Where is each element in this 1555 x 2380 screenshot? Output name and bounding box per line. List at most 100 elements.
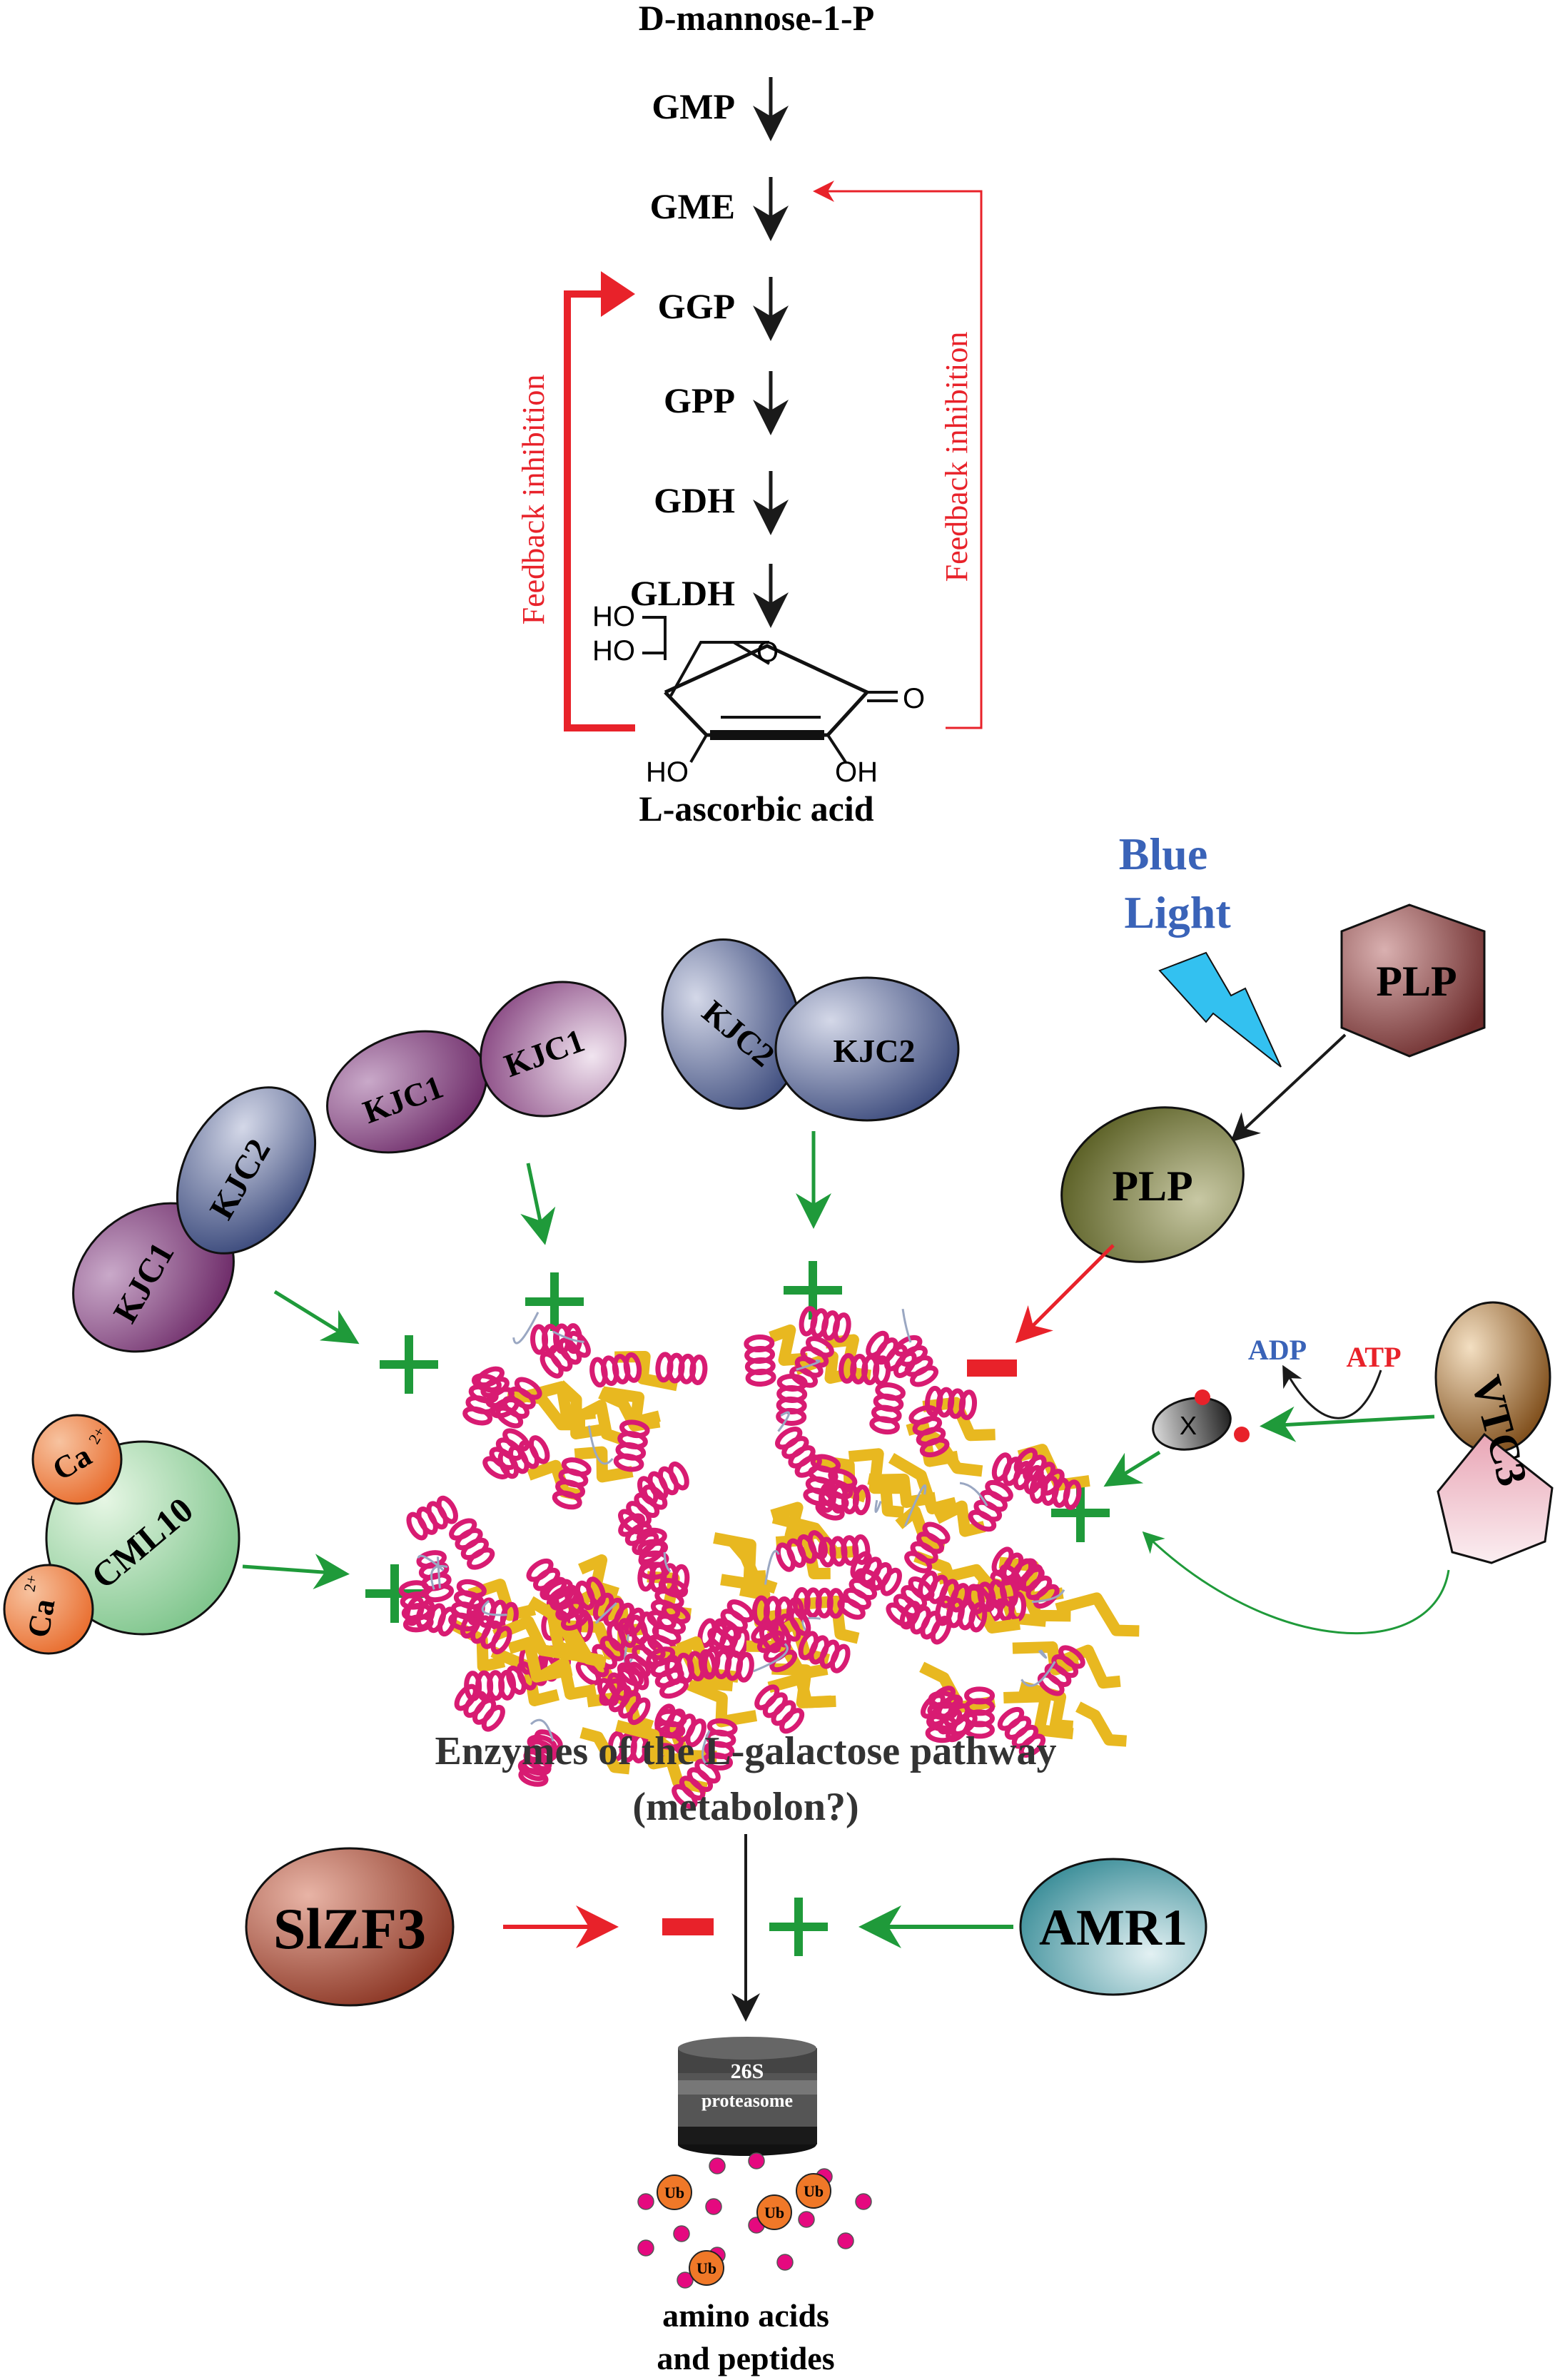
beta-sheet	[998, 1556, 1064, 1604]
blue-light-label-2: Light	[1124, 887, 1231, 938]
coil-loop	[512, 1312, 540, 1345]
plp-ellipse	[1060, 1106, 1245, 1263]
coil-loop	[595, 1602, 617, 1624]
beta-sheet	[769, 1324, 809, 1366]
products-label-2: and peptides	[657, 2340, 834, 2376]
lightning-bolt-icon	[1158, 951, 1282, 1068]
alpha-helix	[744, 1334, 776, 1387]
alpha-helix	[803, 1454, 841, 1507]
peptide-dot	[637, 2239, 654, 2257]
alpha-helix	[968, 1479, 1013, 1532]
alpha-helix	[893, 1335, 938, 1387]
proteasome-cylinder	[678, 2037, 817, 2156]
plp-hexagon-label: PLP	[1376, 958, 1457, 1005]
alpha-helix	[495, 1377, 542, 1429]
feedback-left-arrowhead	[601, 271, 635, 317]
beta-sheet	[1075, 1701, 1127, 1747]
alpha-helix	[798, 1631, 851, 1673]
alpha-helix	[701, 1646, 754, 1683]
feedback-left-label: Feedback inhibition	[516, 375, 551, 625]
ascorbic-acid-structure	[642, 616, 898, 764]
beta-sheet	[578, 1554, 619, 1599]
beta-sheet	[1055, 1592, 1140, 1637]
vtc3-pink-hexagon	[1437, 1432, 1554, 1564]
coil-loop	[587, 1425, 614, 1465]
beta-sheet	[934, 1500, 986, 1537]
enzyme-gdh: GDH	[654, 480, 735, 520]
plp-minus-sign	[967, 1359, 1017, 1377]
alpha-helix	[654, 1703, 706, 1748]
alpha-helix	[789, 1336, 834, 1388]
beta-sheet	[888, 1453, 958, 1515]
kjc-c-plus-sign	[380, 1335, 438, 1394]
alpha-helix	[416, 1550, 455, 1603]
coil-loop	[796, 1359, 821, 1371]
ca-label-bottom: Ca	[21, 1596, 62, 1640]
alpha-helix	[815, 1468, 858, 1521]
x-activation-arrow	[1103, 1450, 1161, 1487]
kjc-b-right-ellipse	[774, 976, 960, 1122]
slzf3-ellipse	[245, 1847, 455, 2007]
alpha-helix	[702, 1718, 738, 1771]
coil-loop	[417, 1554, 445, 1571]
enzyme-ggp: GGP	[658, 286, 735, 326]
phosphate-dot-top	[1195, 1389, 1210, 1405]
kjc-c-arrow	[273, 1290, 360, 1345]
kjc-c-kjc2-ellipse	[176, 1086, 317, 1255]
coil-loop	[764, 1549, 780, 1585]
structure-oh: OH	[835, 756, 878, 788]
plp-inhibition-arrow	[1015, 1244, 1115, 1344]
structure-o-carbonyl: O	[903, 683, 925, 714]
vtc3-curved-arrow	[1142, 1531, 1450, 1635]
kjc-b-plus-sign	[784, 1261, 842, 1320]
ubiquitin-label: Ub	[764, 2204, 784, 2222]
alpha-helix	[924, 1385, 978, 1421]
alpha-helix	[449, 1518, 495, 1570]
slzf3-label: SlZF3	[273, 1896, 426, 1961]
alpha-helix	[617, 1636, 666, 1687]
alpha-helix	[759, 1608, 811, 1654]
vtc3-to-x-arrow	[1260, 1406, 1435, 1442]
coil-loop	[1031, 1589, 1065, 1604]
structure-ho1: HO	[592, 601, 635, 632]
plp-hexagon	[1340, 903, 1486, 1058]
ubiquitin-circle	[796, 2173, 831, 2209]
feedback-right-arrow	[813, 181, 983, 729]
alpha-helix	[672, 1758, 721, 1809]
slzf3-minus-sign	[662, 1918, 714, 1935]
pathway-start: D-mannose-1-P	[639, 0, 875, 38]
alpha-helix	[925, 1691, 959, 1743]
ca-ion-top	[31, 1414, 123, 1505]
ubiquitin-label: Ub	[697, 2259, 716, 2277]
beta-sheet	[602, 1386, 661, 1428]
beta-sheet	[448, 1618, 506, 1673]
beta-sheet	[527, 1596, 587, 1659]
beta-sheet	[1003, 1691, 1074, 1740]
alpha-helix	[754, 1684, 805, 1734]
alpha-helix	[454, 1683, 505, 1732]
coil-loop	[701, 1730, 711, 1766]
enzyme-gpp: GPP	[664, 380, 735, 420]
coil-loop	[903, 1484, 927, 1527]
amr1-ellipse	[1019, 1858, 1207, 1996]
alpha-helix	[540, 1330, 591, 1379]
feedback-right-label: Feedback inhibition	[939, 332, 974, 582]
alpha-helix	[655, 1352, 708, 1385]
kjc-a-plus-sign	[525, 1272, 584, 1331]
coil-loop	[753, 1643, 789, 1673]
alpha-helix	[991, 1452, 1044, 1495]
alpha-helix	[908, 1405, 950, 1458]
atp-to-adp-arrow	[1282, 1364, 1382, 1419]
kjc-b-label-2: KJC2	[834, 1033, 916, 1069]
alpha-helix	[904, 1521, 951, 1574]
beta-sheet	[1050, 1644, 1121, 1689]
products-label-1: amino acids	[662, 2297, 829, 2334]
peptide-dot	[673, 2225, 690, 2242]
adp-label: ADP	[1248, 1334, 1307, 1366]
metabolon-protein-structure	[398, 1306, 1140, 1809]
alpha-helix	[460, 1610, 512, 1655]
x-protein-label: X	[1180, 1411, 1197, 1440]
alpha-helix	[589, 1352, 642, 1388]
